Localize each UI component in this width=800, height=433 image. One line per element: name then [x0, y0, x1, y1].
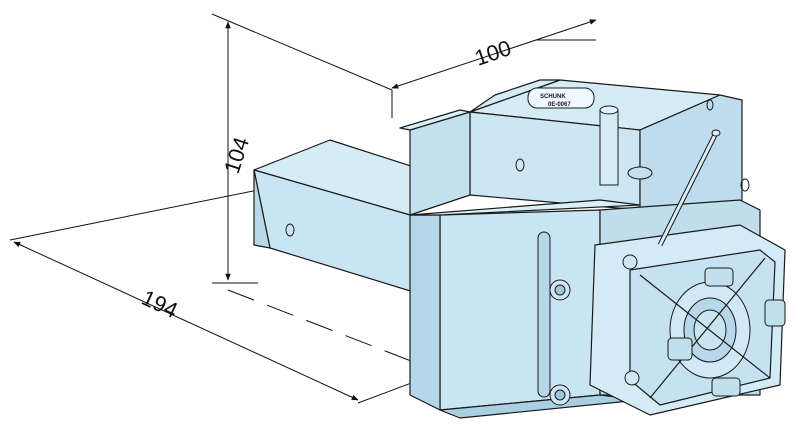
mounting-hole [285, 223, 295, 237]
dimension-height: 104 [219, 134, 254, 177]
nameplate-brand: SCHUNK [540, 94, 566, 100]
dimension-length: 194 [138, 285, 182, 323]
base-block-side [253, 169, 271, 249]
flange-rib [649, 257, 766, 399]
dimension-width: 100 [471, 35, 514, 71]
riser-top [399, 109, 471, 131]
jaw-block [667, 337, 693, 361]
jaw-block [764, 299, 786, 327]
column-right [639, 94, 743, 221]
mounting-hole [740, 178, 750, 192]
socket-screw-head [554, 284, 566, 296]
details [285, 99, 786, 406]
nameplate: SCHUNK 0E-0067 [527, 87, 595, 109]
jaw-block [711, 377, 741, 397]
housing-side [409, 214, 441, 411]
guide-slot [537, 231, 551, 398]
flange-rib [639, 274, 771, 379]
socket-screw-head [554, 389, 566, 401]
nameplate-part-number: 0E-0067 [548, 102, 571, 108]
dimension-lines [9, 13, 597, 404]
mounting-hole [706, 99, 714, 111]
mounting-hole [515, 158, 525, 172]
locating-pin [599, 109, 619, 186]
hex-nut [627, 166, 653, 180]
jaw-block [704, 267, 734, 287]
housing-front [439, 209, 601, 411]
housing-top [409, 199, 641, 216]
